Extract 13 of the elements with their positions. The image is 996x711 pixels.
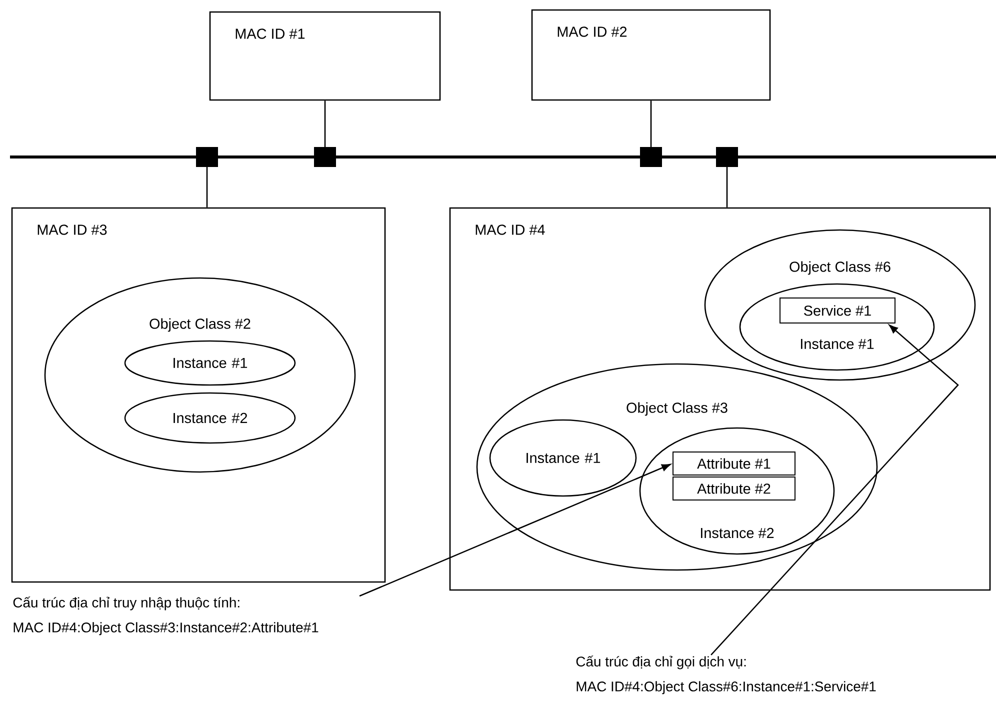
tap-connector xyxy=(196,147,218,208)
item-box: Service #1 xyxy=(780,298,896,324)
item-box: Attribute #2 xyxy=(672,476,796,500)
arrow xyxy=(710,324,959,656)
tap-connector xyxy=(716,147,738,208)
item-box: Attribute #1 xyxy=(672,452,796,476)
address-note: Cấu trúc địa chỉ gọi dịch vụ: MAC ID#4:Object Class#6:Instance#1:Service#1 xyxy=(576,656,876,694)
tap-connector xyxy=(314,100,336,167)
address-note: Cấu trúc địa chỉ truy nhập thuộc tính: MAC ID#4:Object Class#3:Instance#2:Attribute#1 xyxy=(13,596,318,636)
device-box: MAC ID #2 xyxy=(531,9,771,101)
device-box: MAC ID #1 xyxy=(209,11,441,101)
arrow xyxy=(359,464,671,597)
tap-connector xyxy=(640,100,662,167)
